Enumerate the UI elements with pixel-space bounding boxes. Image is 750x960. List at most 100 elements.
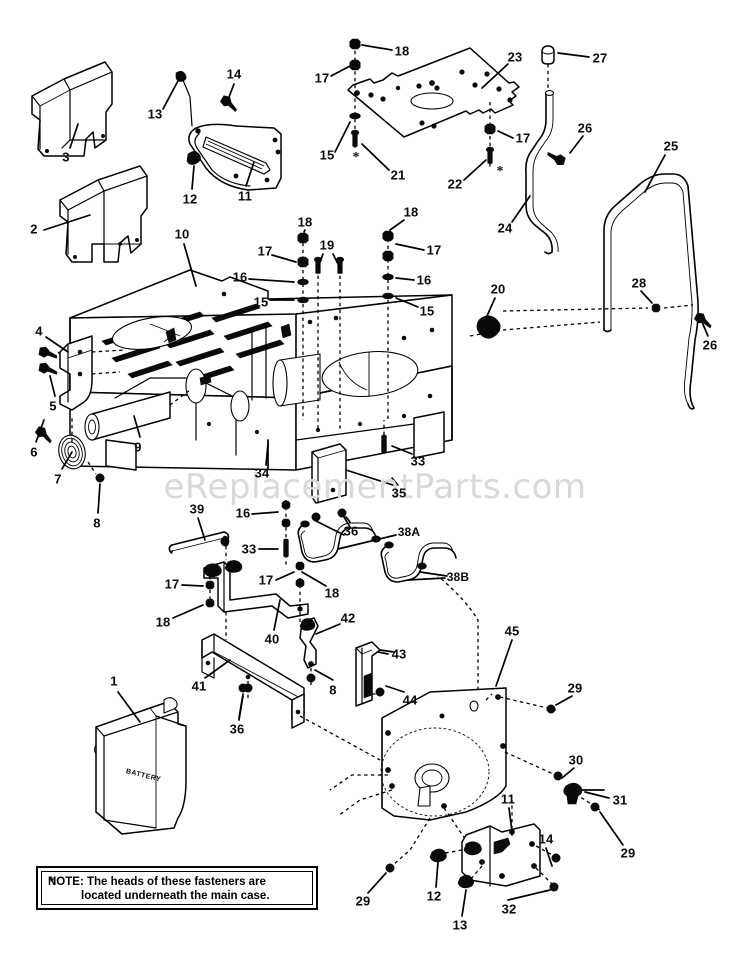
fastener-pair-40-right [295, 561, 305, 588]
part-40-lever [203, 560, 309, 640]
fastener-stack-case-right [382, 230, 394, 420]
callout-31: 31 [612, 792, 628, 808]
callout-24: 24 [497, 220, 513, 236]
callout-17d: 17 [426, 242, 442, 258]
callout-17b: 17 [515, 130, 531, 146]
callout-3: 3 [62, 149, 70, 165]
callout-11b: 11 [500, 791, 516, 807]
callout-17a: 17 [314, 70, 330, 86]
callout-9: 9 [134, 439, 142, 455]
part-1-battery-cover [94, 697, 187, 835]
callout-21: 21 [390, 167, 406, 183]
part-27-knob-cap [541, 45, 555, 90]
callout-36b: 36 [229, 721, 245, 737]
callout-45: 45 [504, 623, 520, 639]
callout-17e: 17 [164, 576, 180, 592]
part-36-nuts-upper [311, 508, 351, 536]
callout-32: 32 [501, 901, 517, 917]
note-box: * NOTE: The heads of these fasteners are… [36, 866, 318, 910]
part-4-bracket [59, 335, 125, 411]
part-41-frame-rail [201, 633, 381, 761]
callout-22: 22 [447, 176, 463, 192]
fastener-stack-case-19a [313, 256, 323, 430]
callout-15a: 15 [319, 147, 335, 163]
callout-33b: 33 [241, 541, 257, 557]
part-11-bracket-arm [188, 123, 282, 191]
part-38B-rod [380, 541, 457, 583]
callout-12b: 12 [426, 888, 442, 904]
callout-16b: 16 [416, 272, 432, 288]
part-20-knob [469, 315, 601, 339]
callout-16a: 16 [232, 269, 248, 285]
callout-15c: 15 [419, 303, 435, 319]
callout-38B: 38B [446, 570, 470, 584]
callout-15b: 15 [253, 294, 269, 310]
note-box-inner-border [41, 871, 313, 905]
part-10-main-case [69, 269, 453, 471]
callout-29c: 29 [355, 893, 371, 909]
part-2-shroud [59, 165, 148, 263]
callout-41: 41 [191, 678, 207, 694]
callout-18d: 18 [155, 614, 171, 630]
callout-34: 34 [254, 465, 270, 481]
callout-1: 1 [110, 673, 118, 689]
part-26-bolt-upper [545, 150, 567, 167]
callout-18b: 18 [297, 214, 313, 230]
part-11-bracket-lower [429, 800, 561, 892]
note-text: NOTE: The heads of these fasteners are l… [48, 875, 310, 903]
callout-28: 28 [631, 275, 647, 291]
callout-44: 44 [402, 692, 418, 708]
leader-lines [35, 44, 709, 917]
callout-25: 25 [663, 138, 679, 154]
callout-42: 42 [340, 610, 356, 626]
callout-18a: 18 [394, 43, 410, 59]
callout-8a: 8 [93, 515, 101, 531]
callout-36a: 36 [343, 523, 359, 539]
note-asterisk: * [48, 873, 55, 888]
part-35-bracket [311, 443, 397, 504]
fastener-pair-40-left [205, 580, 215, 608]
callout-6: 6 [30, 444, 38, 460]
callout-14a: 14 [226, 66, 242, 82]
part-9-spacer [84, 389, 191, 441]
callout-2: 2 [30, 221, 38, 237]
part-8-nut-left [87, 461, 105, 483]
callout-33a: 33 [410, 453, 426, 469]
ast-22: * [496, 164, 504, 179]
callout-13a: 13 [147, 106, 163, 122]
callout-18c: 18 [403, 204, 419, 220]
callout-7: 7 [54, 471, 62, 487]
part-5-bolts [38, 345, 61, 376]
callout-16c: 16 [235, 505, 251, 521]
note-line-2: located underneath the main case. [81, 890, 270, 902]
callout-26a: 26 [577, 120, 593, 136]
callout-17c: 17 [257, 243, 273, 259]
callout-20: 20 [490, 281, 506, 297]
callout-23: 23 [507, 49, 523, 65]
part-43-latch-bracket [355, 641, 395, 707]
fastener-16-33-left [281, 500, 291, 566]
callout-11a: 11 [237, 188, 253, 204]
part-33-pin-upper [381, 420, 387, 454]
part-24-control-rod [525, 90, 559, 255]
part-45-side-cover [329, 575, 601, 873]
callout-35: 35 [391, 485, 407, 501]
callout-18e: 18 [324, 585, 340, 601]
part-6-bolt [33, 424, 56, 445]
note-line-1: NOTE: The heads of these fasteners are [48, 876, 266, 888]
callout-4: 4 [35, 323, 43, 339]
callout-29a: 29 [567, 680, 583, 696]
callout-30: 30 [568, 752, 584, 768]
part-3-shroud [31, 61, 113, 157]
callout-19: 19 [319, 237, 335, 253]
part-39-link-rod [168, 531, 230, 560]
fastener-stack-case-19b [335, 256, 345, 430]
part-23-top-plate [347, 47, 520, 138]
callout-38A: 38A [397, 525, 421, 539]
callout-43: 43 [391, 646, 407, 662]
callout-14b: 14 [538, 831, 554, 847]
callout-10: 10 [174, 226, 190, 242]
part-28-nut [502, 303, 694, 313]
